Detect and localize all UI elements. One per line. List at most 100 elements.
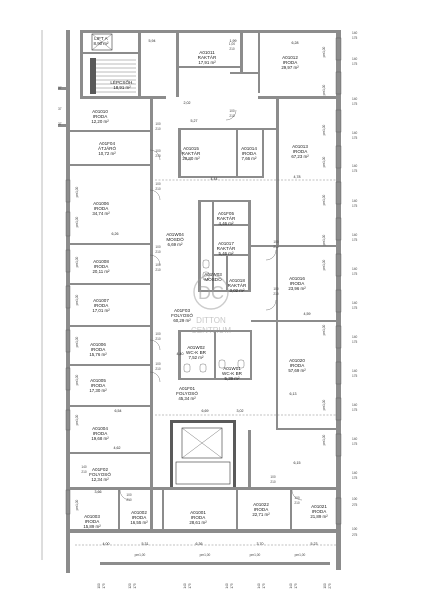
room-name: IRODA (312, 509, 327, 514)
room-code: A01W01 (223, 366, 241, 371)
door-mark: 210 (229, 47, 235, 51)
room-area: 10,72 m² (98, 151, 116, 156)
dimension-label: 3,66 (95, 490, 102, 494)
dimension-label: 4,00 (103, 542, 110, 546)
bottom-dimension: 175 (262, 583, 266, 589)
room-area: 60,29 m² (173, 318, 191, 323)
parapet-label: pm1,00 (322, 46, 326, 57)
right-dimension: 100 (352, 497, 358, 501)
left-windows (65, 179, 71, 515)
room-lepcsohaz: LÉPCSŐH.18,91 m² (110, 79, 133, 90)
parapet-label: pm1,00 (75, 294, 79, 305)
room-area: 7,66 m² (242, 156, 257, 161)
right-dimension: 175 (352, 306, 358, 310)
room-name: IRODA (93, 431, 108, 436)
door-mark: 210 (81, 470, 87, 474)
dimension-label: 4,44 (211, 177, 218, 181)
room-name: IRODA (85, 519, 100, 524)
door-mark: 210 (155, 187, 161, 191)
bottom-dimension: 175 (294, 583, 298, 589)
right-dimension-labels: 1401751401751401751401751401751401751401… (352, 31, 358, 537)
parapet-label: pm1,00 (75, 216, 79, 227)
door-mark: 210 (155, 367, 161, 371)
room-area: 15,76 m² (89, 352, 107, 357)
parapet-label: pm1,00 (200, 553, 211, 557)
room-name: RAKTÁR (182, 150, 201, 156)
right-dimension: 140 (352, 335, 358, 339)
door-mark: 210 (126, 498, 132, 502)
room-area: 45,34 m² (178, 396, 196, 401)
dimension-label: 6,36 (196, 542, 203, 546)
room-name: IRODA (191, 515, 206, 520)
door-mark: 100 (155, 332, 161, 336)
door-mark-labels: 1,00210100210100210100210100210100210100… (81, 42, 300, 505)
dimension-label: 3,70 (257, 542, 264, 546)
right-dimension: 175 (352, 476, 358, 480)
door-mark: 100 (273, 287, 279, 291)
door-mark: 210 (229, 114, 235, 118)
room-labels: LIFT A8,90 m² LÉPCSŐH.18,91 m² A01010IRODA… (83, 36, 328, 529)
right-dimension: 175 (352, 442, 358, 446)
door-swings (119, 109, 303, 501)
room-area: 28,61 m² (189, 520, 207, 525)
dimension-label: 4,40 (177, 352, 184, 356)
dimension-label: 6,26 (112, 232, 119, 236)
right-dimension: 100 (352, 527, 358, 531)
stair-bottom (175, 427, 231, 485)
watermark-line1: DITTON (196, 316, 226, 325)
room-name: RAKTÁR (217, 245, 236, 251)
room-name: MOSDÓ (204, 276, 222, 282)
door-mark: 100 (155, 182, 161, 186)
right-dimension: 140 (352, 369, 358, 373)
door-mark: 210 (155, 337, 161, 341)
right-dimension: 175 (352, 136, 358, 140)
room-area: 19,68 m² (91, 436, 109, 441)
bottom-dimension: 140 (289, 583, 293, 589)
room-code: A01F03 (174, 308, 191, 313)
room-code: A01F01 (179, 386, 196, 391)
room-code: A01001 (190, 510, 206, 515)
right-dimension: 140 (352, 199, 358, 203)
room-area: 17,91 m² (198, 60, 216, 65)
room-name: IRODA (94, 206, 109, 211)
room-name: IRODA (290, 281, 305, 286)
dimension-label: 6,15 (294, 461, 301, 465)
room-area: 6,69 m² (168, 242, 183, 247)
dimension-label: 6,13 (290, 392, 297, 396)
room-lift: LIFT A8,90 m² (94, 36, 109, 46)
room-code: A01006 (90, 342, 106, 347)
dimension-label: 5,94 (149, 39, 156, 43)
room-area: 5,46 m² (219, 251, 234, 256)
room-name: IRODA (91, 383, 106, 388)
room-code: A01F02 (92, 467, 109, 472)
right-dimension: 175 (352, 204, 358, 208)
room-code: A01014 (241, 146, 257, 151)
room-name: ÁTJÁRÓ (98, 145, 117, 151)
parapet-label: pm1,00 (322, 259, 326, 270)
right-dimension: 140 (352, 131, 358, 135)
room-area: 17,30 m² (89, 388, 107, 393)
right-dimension: 140 (352, 31, 358, 35)
room-code: A01005 (90, 378, 106, 383)
room-code: A01010 (92, 109, 108, 114)
room-name: IRODA (91, 347, 106, 352)
door-mark: 210 (294, 501, 300, 505)
watermark-logo: DC (198, 283, 224, 303)
parapet-label: pm1,00 (75, 414, 79, 425)
room-name: FOLYOSÓ (89, 471, 111, 477)
door-mark: 100 (155, 362, 161, 366)
right-windows (335, 37, 342, 525)
right-dimension: 175 (352, 169, 358, 173)
bottom-dimension: 275 (328, 583, 332, 589)
room-name: RAKTÁR (228, 282, 247, 288)
